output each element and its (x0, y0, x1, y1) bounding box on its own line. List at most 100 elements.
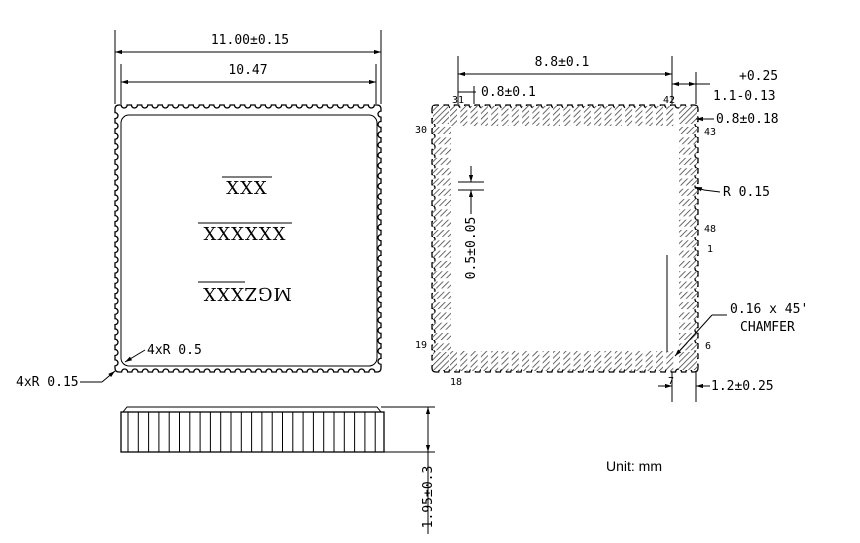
pad (491, 351, 499, 371)
marking-line-1: XXX (226, 178, 267, 199)
pin-label-42: 42 (663, 95, 675, 106)
pin-label-6: 6 (705, 341, 711, 352)
pad (604, 106, 612, 126)
pad (511, 106, 519, 126)
pad (583, 351, 591, 371)
pad (433, 230, 451, 237)
pad (433, 168, 451, 176)
chamfer-size-label: 0.16 x 45' (730, 302, 808, 317)
pad (460, 106, 468, 126)
width-dimension-label: 11.00±0.15 (211, 33, 289, 48)
pad (635, 106, 643, 126)
pad (433, 250, 451, 258)
pad (656, 106, 663, 126)
pin-label-31: 31 (452, 95, 464, 106)
edge-bottom-dimension-label: 1.2±0.25 (711, 379, 774, 394)
pad (433, 302, 451, 310)
pad (645, 106, 653, 126)
marking-line-2: XXXXXX (204, 224, 287, 245)
pad (433, 352, 449, 370)
pad (614, 351, 622, 371)
tolerance-plus-label: +0.25 (739, 69, 778, 84)
pad (450, 351, 457, 371)
pad (532, 351, 540, 371)
pad (679, 209, 697, 217)
pad (433, 199, 451, 207)
edge-top-dimension-label: 1.1-0.13 (713, 89, 776, 104)
pad (679, 343, 697, 351)
pad (433, 127, 451, 134)
pad (573, 351, 581, 371)
pin-label-48: 48 (704, 224, 716, 235)
pad (501, 106, 509, 126)
pad (583, 106, 591, 126)
pad (679, 312, 697, 320)
pad (679, 199, 697, 207)
pad (679, 281, 697, 289)
pad (573, 106, 581, 126)
pad (679, 168, 697, 176)
pad (553, 106, 560, 126)
pad (433, 219, 451, 227)
pad (542, 351, 550, 371)
pad (625, 351, 633, 371)
pad (542, 106, 550, 126)
pad (679, 219, 697, 227)
pad (553, 351, 560, 371)
pad (679, 106, 697, 124)
pad (470, 106, 478, 126)
pad (679, 178, 697, 186)
pad (656, 351, 663, 371)
pad (501, 351, 509, 371)
pad (679, 352, 697, 370)
pad (433, 188, 451, 196)
pad-radius-label: R 0.15 (723, 185, 770, 200)
pad (460, 351, 468, 371)
bottom-view-castellated-outline (431, 104, 699, 373)
pad (491, 106, 499, 126)
pad (679, 291, 697, 299)
pad (433, 209, 451, 217)
pad (604, 351, 612, 371)
pad-pitch-top-label: 0.8±0.1 (481, 85, 536, 100)
bottom-view-pads (433, 106, 697, 371)
pad (679, 302, 697, 310)
pad-pitch-side-label: 0.5±0.05 (464, 217, 479, 280)
pad (625, 106, 633, 126)
pad (480, 351, 488, 371)
pin-label-7: 7 (668, 376, 674, 387)
pad (679, 240, 697, 248)
pad (679, 137, 697, 145)
bottom-view: 8.8±0.1 0.8±0.1 +0.25 1.1-0.13 0.8±0.18 … (415, 55, 808, 402)
pad (563, 351, 571, 371)
pad (433, 137, 451, 145)
pad-span-dimension-label: 8.8±0.1 (535, 55, 590, 70)
pad (433, 271, 451, 279)
pad (433, 178, 451, 186)
pad (433, 322, 451, 330)
units-label: Unit: mm (606, 458, 662, 474)
side-view-body (120, 411, 385, 453)
pad (433, 333, 451, 340)
pad (511, 351, 519, 371)
pad (614, 106, 622, 126)
pad (679, 188, 697, 196)
pin-label-43: 43 (704, 127, 716, 138)
side-view-shield-top (121, 406, 383, 413)
pad (679, 147, 697, 155)
pad (522, 351, 530, 371)
pad (470, 351, 478, 371)
pad (433, 240, 451, 248)
top-view: 11.00±0.15 10.47 XXX XXXXXX MGZXXX 4xR 0… (16, 30, 382, 390)
top-view-shield-outline (120, 114, 378, 367)
pad (666, 106, 674, 126)
pad (635, 351, 643, 371)
pad (594, 106, 602, 126)
pad (433, 157, 451, 165)
pad (563, 106, 571, 126)
chamfer-text-label: CHAMFER (740, 320, 795, 335)
pad (450, 106, 457, 126)
corner-inner-radius-label: 4xR 0.5 (147, 343, 202, 358)
pad (433, 106, 449, 124)
